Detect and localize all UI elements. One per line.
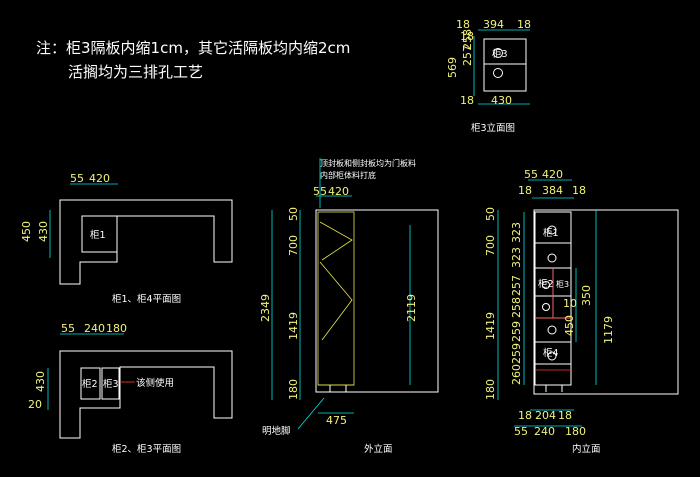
inner-label-cab4: 柜4 — [543, 347, 559, 359]
inner-dim-right-2: 350 — [580, 285, 593, 306]
plan1-dim-left-2: 430 — [37, 221, 50, 242]
inner-dim-left-2: 700 — [484, 235, 497, 256]
plan1-title: 柜1、柜4平面图 — [112, 293, 181, 305]
plan1-cab-box — [81, 215, 118, 253]
inner-hole-5 — [547, 325, 557, 335]
outer-dim-left-3: 1419 — [287, 312, 300, 340]
outer-dim-top-1: 55 — [313, 185, 327, 198]
inner-dim-top2-2: 384 — [542, 184, 563, 197]
plan1-label: 柜1 — [90, 229, 106, 241]
inner-dim-left2-5: 259 — [510, 321, 523, 342]
inner-cabinet — [534, 211, 572, 386]
outer-title: 外立面 — [364, 443, 393, 455]
outer-dim-right: 2119 — [405, 294, 418, 322]
cab3-dim-top-1: 18 — [456, 18, 470, 31]
plan1-dim-top-2: 420 — [89, 172, 110, 185]
inner-label-cab3: 柜3 — [556, 279, 569, 289]
plan2-dim-top-3: 180 — [106, 322, 127, 335]
inner-dim-bottom2-3: 180 — [565, 425, 586, 438]
plan2-cab3-box — [101, 367, 120, 400]
outer-dim-bottom: 475 — [326, 414, 347, 427]
inner-hole-6 — [547, 351, 557, 361]
cab3-elevation: 柜3 18 394 18 430 18 257 258 18 569 柜3立面图 — [446, 18, 531, 134]
cab3-title: 柜3立面图 — [471, 122, 515, 134]
inner-dim-left2-2: 323 — [510, 247, 523, 268]
cab3-dim-left-1: 18 — [460, 30, 474, 43]
inner-dim-small: 10 — [563, 297, 577, 310]
inner-label-cab2: 柜2 — [538, 278, 554, 290]
cab3-dim-total: 569 — [446, 57, 459, 78]
plan2-cab2-box — [80, 367, 101, 400]
plan2-label-cab3: 柜3 — [103, 378, 119, 390]
cab3-label: 柜3 — [492, 48, 508, 60]
inner-hole-1 — [547, 225, 557, 235]
cab3-outline — [483, 38, 527, 92]
plan2-dim-top-1: 55 — [61, 322, 75, 335]
inner-dim-right-1: 450 — [563, 315, 576, 336]
inner-dim-left2-3: 257 — [510, 275, 523, 296]
plan2-dim-top-2: 240 — [84, 322, 105, 335]
inner-hole-3 — [542, 281, 550, 289]
outer-dim-left-2: 700 — [287, 235, 300, 256]
inner-dim-bottom-2: 204 — [535, 409, 556, 422]
plan-cab1-cab4: 柜1 55 420 450 430 柜1、柜4平面图 — [20, 172, 233, 305]
cab3-dim-top-2: 394 — [483, 18, 504, 31]
plan1-dim-left-1: 450 — [20, 221, 33, 242]
inner-dim-left2-4: 258 — [510, 297, 523, 318]
inner-label-cab1: 柜1 — [543, 227, 559, 239]
inner-dim-top-2: 420 — [542, 168, 563, 181]
inner-dim-left2-6: 259 — [510, 343, 523, 364]
cab3-hole-top — [493, 48, 503, 58]
inner-dim-left2-7: 260 — [510, 364, 523, 385]
inner-dim-left-1: 50 — [484, 207, 497, 221]
inner-hole-4 — [542, 303, 550, 311]
plan-cab2-cab3: 柜2 柜3 该侧使用 55 240 180 430 20 柜2、柜3平面图 — [28, 322, 233, 455]
inner-dim-right-3: 1179 — [602, 316, 615, 344]
cab3-hole-bottom — [493, 68, 503, 78]
inner-dim-bottom-1: 18 — [518, 409, 532, 422]
outer-elevation: 顶封板和侧封板均为门板料 内部柜体料打底 55 420 50 700 1419 … — [259, 158, 439, 455]
cab3-dim-left-2: 257 — [461, 45, 474, 66]
plan2-outline — [59, 350, 233, 439]
plan2-dim-left-1: 430 — [34, 371, 47, 392]
inner-hole-2 — [547, 253, 557, 263]
inner-dim-bottom2-2: 240 — [534, 425, 555, 438]
plan2-label-cab2: 柜2 — [82, 378, 98, 390]
plan1-dim-top-1: 55 — [70, 172, 84, 185]
inner-title: 内立面 — [572, 443, 601, 455]
outer-dim-top-2: 420 — [328, 185, 349, 198]
inner-elevation: 柜1 柜2 柜3 柜4 55 420 18 384 18 50 700 1419… — [484, 168, 679, 455]
outer-note-1: 顶封板和侧封板均为门板料 — [320, 158, 416, 168]
outer-dim-left-1: 50 — [287, 207, 300, 221]
inner-dim-left2-1: 323 — [510, 222, 523, 243]
cab3-dim-left-4: 18 — [460, 94, 474, 107]
cab3-dim-bottom: 430 — [491, 94, 512, 107]
inner-wall-outline — [533, 209, 679, 395]
note-line-1: 注：柜3隔板内缩1cm，其它活隔板均内缩2cm — [36, 39, 350, 57]
inner-dim-bottom-3: 18 — [558, 409, 572, 422]
outer-foot-label: 明地脚 — [262, 425, 291, 437]
plan1-outline — [59, 199, 233, 285]
inner-dim-left-3: 1419 — [484, 312, 497, 340]
outer-dim-left-4: 180 — [287, 379, 300, 400]
plan2-dim-left-2: 20 — [28, 398, 42, 411]
plan2-callout: 该侧使用 — [136, 377, 174, 389]
outer-wall-outline — [315, 209, 439, 393]
inner-dim-top2-1: 18 — [518, 184, 532, 197]
note-line-2: 活搁均为三排孔工艺 — [68, 63, 203, 81]
inner-dim-top-1: 55 — [524, 168, 538, 181]
inner-dim-left-4: 180 — [484, 379, 497, 400]
cab3-dim-left-3: 258 — [461, 29, 474, 50]
cab3-dim-top-3: 18 — [517, 18, 531, 31]
outer-note-2: 内部柜体料打底 — [320, 170, 376, 180]
outer-dim-total: 2349 — [259, 294, 272, 322]
inner-dim-top2-3: 18 — [572, 184, 586, 197]
inner-dim-bottom2-1: 55 — [514, 425, 528, 438]
plan2-title: 柜2、柜3平面图 — [112, 443, 181, 455]
